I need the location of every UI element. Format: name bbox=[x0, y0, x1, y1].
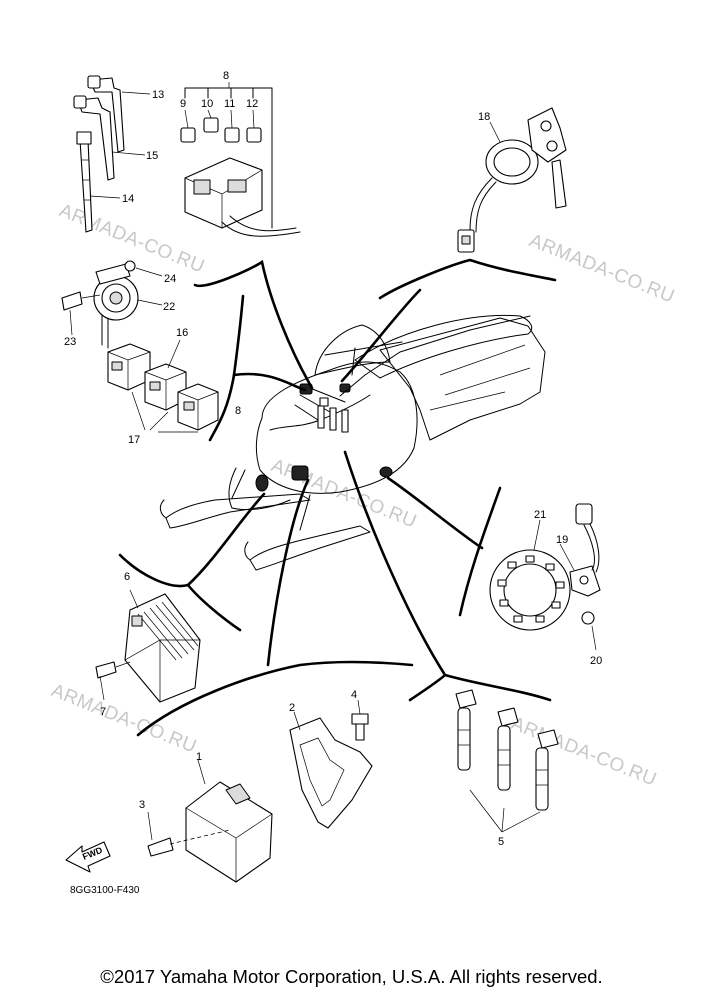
sensor-location-marker bbox=[379, 466, 393, 478]
callout-11: 11 bbox=[224, 98, 235, 110]
callout-8-top: 8 bbox=[223, 70, 229, 82]
cdi-assembly bbox=[147, 699, 373, 883]
copyright-notice: ©2017 Yamaha Motor Corporation, U.S.A. A… bbox=[100, 966, 603, 987]
callout-10: 10 bbox=[201, 98, 213, 110]
callout-17: 17 bbox=[128, 434, 140, 446]
callout-22: 22 bbox=[163, 301, 175, 313]
pickup-assembly bbox=[489, 503, 601, 651]
callout-8-body: 8 bbox=[235, 405, 241, 417]
parts-diagram: ARMADA-CO.RU ARMADA-CO.RU ARMADA-CO.RU A… bbox=[48, 70, 677, 896]
callout-5: 5 bbox=[498, 836, 504, 848]
callout-13: 13 bbox=[152, 89, 164, 101]
forward-arrow-icon: FWD bbox=[65, 841, 111, 873]
cable-clamps bbox=[73, 75, 151, 233]
callout-18: 18 bbox=[478, 111, 490, 123]
callout-14: 14 bbox=[122, 193, 134, 205]
watermark: ARMADA-CO.RU bbox=[268, 455, 419, 532]
callout-2: 2 bbox=[289, 702, 295, 714]
callout-24: 24 bbox=[164, 273, 176, 285]
callout-6: 6 bbox=[124, 571, 130, 583]
callout-16: 16 bbox=[176, 327, 188, 339]
callout-19: 19 bbox=[556, 534, 568, 546]
callout-20: 20 bbox=[590, 655, 602, 667]
watermarks: ARMADA-CO.RU ARMADA-CO.RU ARMADA-CO.RU A… bbox=[48, 200, 677, 790]
main-switch-assembly bbox=[457, 107, 567, 253]
snowmobile-outline bbox=[159, 314, 546, 571]
fuse-box-assembly bbox=[180, 82, 301, 237]
watermark: ARMADA-CO.RU bbox=[508, 713, 659, 790]
callout-numbers: 1 2 3 4 5 6 7 8 8 9 10 11 12 13 14 15 16… bbox=[64, 70, 602, 848]
regulator-location-marker bbox=[255, 474, 269, 492]
watermark: ARMADA-CO.RU bbox=[526, 230, 677, 307]
callout-23: 23 bbox=[64, 336, 76, 348]
callout-3: 3 bbox=[139, 799, 145, 811]
diagram-code: 8GG3100-F430 bbox=[70, 885, 140, 896]
leader-lines bbox=[118, 258, 557, 737]
regulator-assembly bbox=[95, 589, 201, 703]
callout-9: 9 bbox=[180, 98, 186, 110]
callout-15: 15 bbox=[146, 150, 158, 162]
callout-1: 1 bbox=[196, 751, 202, 763]
cdi-location-marker bbox=[291, 465, 309, 481]
callout-21: 21 bbox=[534, 509, 546, 521]
horn-assembly bbox=[61, 260, 163, 349]
spark-plug-caps bbox=[455, 689, 559, 833]
callout-4: 4 bbox=[351, 689, 357, 701]
engine-plug-caps bbox=[317, 397, 349, 433]
callout-7: 7 bbox=[100, 706, 106, 718]
callout-12: 12 bbox=[246, 98, 258, 110]
relay-group bbox=[107, 339, 219, 433]
